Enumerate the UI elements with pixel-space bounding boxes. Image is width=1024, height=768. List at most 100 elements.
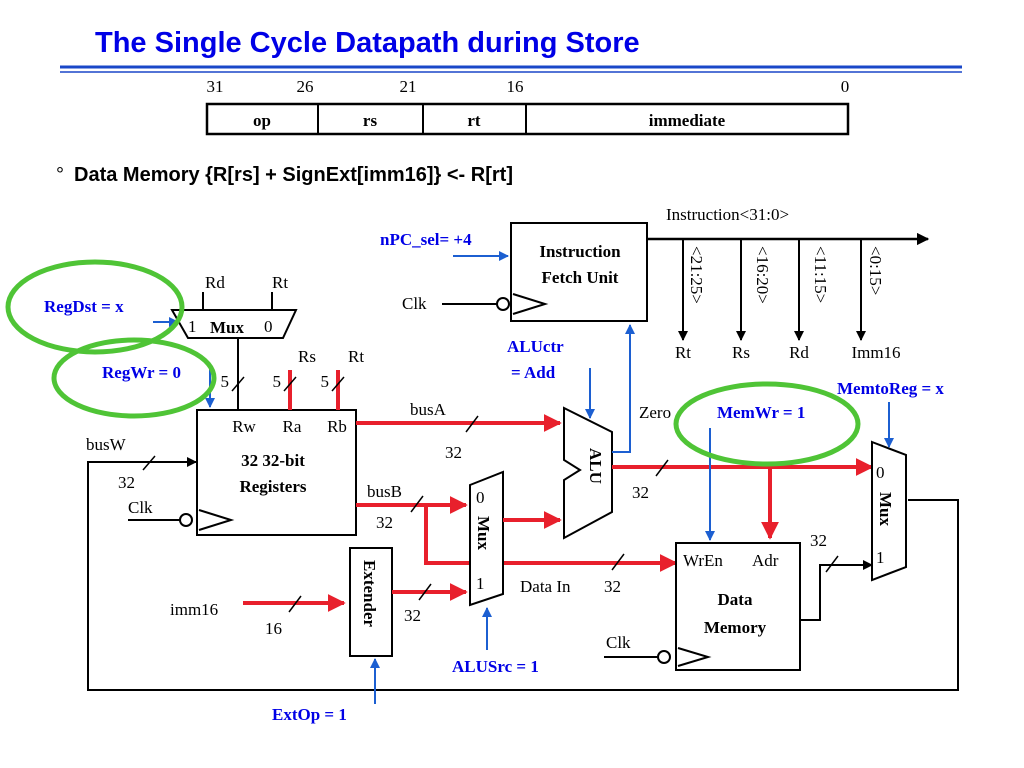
ra-width: 5 bbox=[273, 372, 282, 391]
field-name-rt: Rt bbox=[675, 343, 691, 362]
bit-21-label: 21 bbox=[400, 77, 417, 96]
fetch-unit-label-line1: Instruction bbox=[539, 242, 621, 261]
regdst-signal: RegDst = x bbox=[44, 297, 124, 316]
port-ra: Ra bbox=[283, 417, 302, 436]
memwr-highlight-circle bbox=[673, 381, 861, 467]
data-memory-label-line1: Data bbox=[718, 590, 753, 609]
dm-output-wire bbox=[800, 560, 873, 621]
instruction-bus: Instruction<31:0> <21:25> <16:20> <11:15… bbox=[647, 205, 930, 362]
regwr-signal: RegWr = 0 bbox=[102, 363, 181, 382]
port-rw: Rw bbox=[232, 417, 256, 436]
regdst-mux-sel-1: 1 bbox=[188, 317, 197, 336]
busb-label: busB bbox=[367, 482, 402, 501]
alu-out-width: 32 bbox=[632, 483, 649, 502]
alusrc-mux: 0 Mux 1 bbox=[469, 470, 562, 607]
fetch-clk-label: Clk bbox=[402, 294, 427, 313]
busw-width: 32 bbox=[118, 473, 135, 492]
zero-to-fetch-wire bbox=[612, 324, 635, 453]
instruction-format: 31 26 21 16 0 op rs rt immediate bbox=[205, 77, 850, 136]
regfile-clock-bubble bbox=[179, 513, 193, 527]
dm-clock-bubble bbox=[657, 650, 671, 664]
alu-out-width-slash bbox=[655, 459, 669, 477]
dm-wren-port: WrEn bbox=[683, 551, 723, 570]
fetch-clock-bubble bbox=[496, 297, 510, 311]
rb-width: 5 bbox=[321, 372, 330, 391]
extender-box bbox=[349, 547, 393, 657]
rb-width-slash bbox=[331, 376, 345, 392]
bit-16-label: 16 bbox=[507, 77, 524, 96]
field-name-rs: Rs bbox=[732, 343, 750, 362]
busa-label: busA bbox=[410, 400, 447, 419]
dm-out-width: 32 bbox=[810, 531, 827, 550]
port-rb: Rb bbox=[327, 417, 347, 436]
store-operation-bullet: ° Data Memory {R[rs] + SignExt[imm16]} <-… bbox=[56, 164, 513, 187]
alu-shape bbox=[563, 406, 613, 540]
extop-signal: ExtOp = 1 bbox=[272, 705, 347, 724]
regdst-highlight-circle bbox=[5, 259, 185, 355]
busb-width-slash bbox=[410, 495, 424, 513]
title-underline bbox=[60, 65, 962, 73]
field-rt: rt bbox=[467, 111, 481, 130]
busa-width: 32 bbox=[445, 443, 462, 462]
bit-31-label: 31 bbox=[207, 77, 224, 96]
imm16-width: 16 bbox=[265, 619, 282, 638]
alu-zero-label: Zero bbox=[639, 403, 671, 422]
busw-label: busW bbox=[86, 435, 127, 454]
field-immediate: immediate bbox=[649, 111, 726, 130]
data-memory-label-line2: Memory bbox=[704, 618, 767, 637]
bit-26-label: 26 bbox=[297, 77, 314, 96]
ra-width-slash bbox=[283, 376, 297, 392]
memtoreg-mux-shape bbox=[871, 440, 907, 582]
regdst-mux-input-rd: Rd bbox=[205, 273, 225, 292]
regdst-mux: Rd Rt 1 Mux 0 bbox=[153, 273, 298, 339]
alu: ALU Zero 32 bbox=[563, 324, 874, 540]
field-name-rd: Rd bbox=[789, 343, 809, 362]
instruction-fetch-unit: Instruction Fetch Unit Clk bbox=[402, 222, 648, 322]
register-file-label-line2: Registers bbox=[239, 477, 306, 496]
regfile-clock-triangle bbox=[198, 509, 235, 531]
fetch-unit-box bbox=[510, 222, 648, 322]
memtoreg-mux-sel-1: 1 bbox=[876, 548, 885, 567]
busw-writeback-wire bbox=[87, 457, 959, 691]
data-memory-box bbox=[675, 542, 801, 671]
store-operation-text: Data Memory {R[rs] + SignExt[imm16]} <- … bbox=[74, 164, 513, 186]
register-file: Rs Rt 5 5 5 Rw Ra Rb 32 32-bit Registers… bbox=[86, 338, 364, 536]
bit-0-label: 0 bbox=[841, 77, 850, 96]
alusrc-mux-shape bbox=[469, 470, 504, 607]
regdst-mux-input-rt: Rt bbox=[272, 273, 288, 292]
dm-adr-port: Adr bbox=[752, 551, 779, 570]
field-bits-0-15: <0:15> bbox=[866, 246, 885, 295]
fetch-unit-label-line2: Fetch Unit bbox=[542, 268, 619, 287]
register-file-label-line1: 32 32-bit bbox=[241, 451, 305, 470]
field-bits-16-20: <16:20> bbox=[753, 246, 772, 304]
reg-input-rs-label: Rs bbox=[298, 347, 316, 366]
busa-width-slash bbox=[465, 415, 479, 433]
memwr-signal: MemWr = 1 bbox=[717, 403, 805, 422]
regdst-mux-shape bbox=[170, 309, 298, 339]
data-memory: WrEn Adr Data Memory Clk 32 bbox=[604, 531, 873, 671]
instruction-format-box bbox=[205, 102, 850, 136]
instruction-bus-label: Instruction<31:0> bbox=[666, 205, 789, 224]
ext-output-width: 32 bbox=[404, 606, 421, 625]
field-op: op bbox=[253, 111, 271, 130]
rw-width: 5 bbox=[221, 372, 230, 391]
memtoreg-mux-label: Mux bbox=[876, 492, 895, 527]
bit-position-labels: 31 26 21 16 0 bbox=[207, 77, 850, 96]
memtoreg-mux: 0 Mux 1 bbox=[871, 440, 907, 582]
alu-label: ALU bbox=[586, 448, 605, 484]
memtoreg-signal: MemtoReg = x bbox=[837, 379, 944, 398]
fetch-clock-triangle bbox=[512, 293, 549, 315]
imm16-width-slash bbox=[288, 595, 302, 613]
memtoreg-mux-sel-0: 0 bbox=[876, 463, 885, 482]
register-file-box bbox=[196, 409, 357, 536]
field-bits-11-15: <11:15> bbox=[811, 246, 830, 303]
field-rs: rs bbox=[363, 111, 378, 130]
bullet-mark: ° bbox=[56, 164, 64, 186]
extender-label: Extender bbox=[360, 560, 379, 628]
field-bits-21-25: <21:25> bbox=[687, 246, 706, 304]
alusrc-mux-sel-1: 1 bbox=[476, 574, 485, 593]
regdst-mux-sel-0: 0 bbox=[264, 317, 273, 336]
rw-width-slash bbox=[231, 376, 245, 392]
busb-width: 32 bbox=[376, 513, 393, 532]
